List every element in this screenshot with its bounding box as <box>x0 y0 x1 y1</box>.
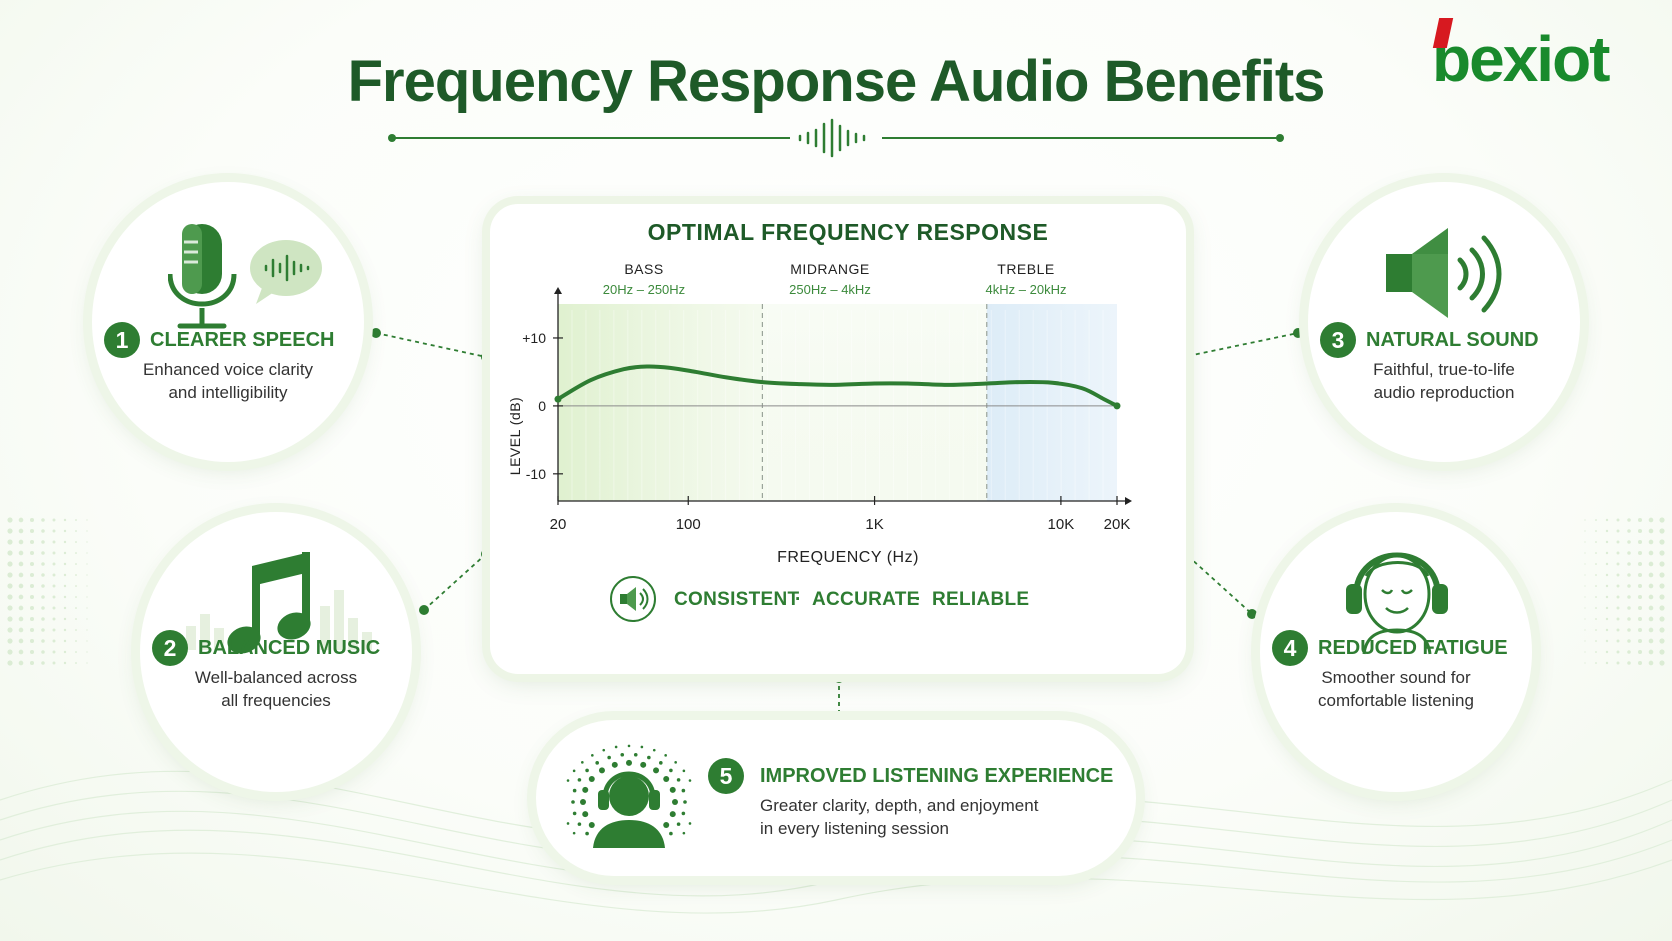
logo-text: bexiot <box>1432 23 1610 95</box>
benefit-title: CLEARER SPEECH <box>150 329 335 351</box>
chart-title: OPTIMAL FREQUENCY RESPONSE <box>648 219 1049 245</box>
benefit-description: Faithful, true-to-life audio reproductio… <box>1328 358 1560 404</box>
x-tick-label: 20K <box>1104 516 1131 533</box>
benefit-card-reduced-fatigue: 4 REDUCED FATIGUE Smoother sound for com… <box>1260 512 1532 792</box>
tagline-separator: · <box>795 589 802 610</box>
band-region-treble <box>986 304 1117 501</box>
tagline-word-reliable: RELIABLE <box>932 589 1030 610</box>
x-tick-label: 20 <box>550 516 567 533</box>
x-axis-label: FREQUENCY (Hz) <box>777 549 919 566</box>
y-axis-label: LEVEL (dB) <box>507 397 523 475</box>
y-axis-arrow <box>554 287 562 294</box>
page-title: Frequency Response Audio Benefits <box>347 49 1326 114</box>
benefit-description: Smoother sound for comfortable listening <box>1280 666 1512 712</box>
frequency-response-curve <box>556 364 1119 408</box>
benefit-description-line: Enhanced voice clarity <box>142 360 314 379</box>
benefit-title: BALANCED MUSIC <box>198 637 381 659</box>
benefit-description: Well-balanced across all frequencies <box>160 666 392 712</box>
band-range-label: 4kHz – 20kHz <box>986 282 1067 297</box>
speaker-badge-icon <box>610 576 656 622</box>
x-tick-label: 10K <box>1048 516 1075 533</box>
benefit-card-improved-listening: 5 IMPROVED LISTENING EXPERIENCE Greater … <box>536 720 1136 876</box>
y-tick-label: 0 <box>538 398 546 414</box>
benefit-title: REDUCED FATIGUE <box>1318 637 1508 659</box>
benefit-description-line: in every listening session <box>760 819 949 838</box>
band-range-label: 250Hz – 4kHz <box>789 282 871 297</box>
benefit-card-balanced-music: 2 BALANCED MUSIC Well-balanced across al… <box>140 512 412 792</box>
frequency-response-chart: OPTIMAL FREQUENCY RESPONSE BASS 20Hz – 25… <box>507 219 1132 566</box>
benefit-description-line: audio reproduction <box>1373 383 1515 402</box>
band-region-midrange <box>762 304 987 501</box>
benefit-description-line: all frequencies <box>221 691 331 710</box>
benefit-description-line: Faithful, true-to-life <box>1373 360 1515 379</box>
soundwave-icon <box>798 118 866 158</box>
response-point <box>1113 402 1121 410</box>
benefit-description-line: Well-balanced across <box>194 668 358 687</box>
band-name-label: TREBLE <box>997 261 1054 277</box>
tagline-word-accurate: ACCURATE <box>812 589 920 610</box>
benefit-number-badge: 1 <box>104 322 140 358</box>
benefit-description: Enhanced voice clarity and intelligibili… <box>112 358 344 404</box>
x-tick-label: 100 <box>676 516 701 533</box>
response-point <box>554 395 562 403</box>
band-name-label: MIDRANGE <box>790 261 869 277</box>
benefit-description: Greater clarity, depth, and enjoyment in… <box>760 794 1100 840</box>
frequency-chart-card: OPTIMAL FREQUENCY RESPONSE BASS 20Hz – 25… <box>490 204 1186 674</box>
headphones-face-icon <box>1346 552 1448 655</box>
benefit-card-natural-sound: 3 NATURAL SOUND Faithful, true-to-life a… <box>1308 182 1580 462</box>
benefit-description-line: comfortable listening <box>1318 691 1474 710</box>
benefit-card-clearer-speech: 1 CLEARER SPEECH Enhanced voice clarity … <box>92 182 364 462</box>
benefit-number-badge: 4 <box>1272 630 1308 666</box>
x-axis-arrow <box>1125 497 1132 505</box>
listener-icon <box>566 744 692 848</box>
benefit-description-line: and intelligibility <box>168 383 288 402</box>
benefit-description-line: Greater clarity, depth, and enjoyment <box>760 796 1039 815</box>
band-name-label: BASS <box>624 261 663 277</box>
microphone-speech-icon <box>168 224 322 329</box>
x-tick-label: 1K <box>865 516 883 533</box>
y-tick-label: +10 <box>522 330 546 346</box>
title-divider <box>388 118 1284 158</box>
tagline-word-consistent: CONSISTENT <box>674 589 800 610</box>
band-region-bass <box>558 304 763 501</box>
benefit-title: IMPROVED LISTENING EXPERIENCE <box>760 765 1114 787</box>
speaker-icon <box>1386 228 1502 318</box>
benefit-number-badge: 5 <box>708 758 744 794</box>
music-note-icon <box>172 552 372 654</box>
benefit-title: NATURAL SOUND <box>1366 329 1539 351</box>
y-tick-label: -10 <box>526 466 546 482</box>
benefit-description-line: Smoother sound for <box>1321 668 1471 687</box>
benefit-number-badge: 3 <box>1320 322 1356 358</box>
tagline-separator: · <box>915 589 922 610</box>
brand-logo: bexiot <box>1432 18 1610 96</box>
benefit-number-badge: 2 <box>152 630 188 666</box>
band-range-label: 20Hz – 250Hz <box>603 282 685 297</box>
